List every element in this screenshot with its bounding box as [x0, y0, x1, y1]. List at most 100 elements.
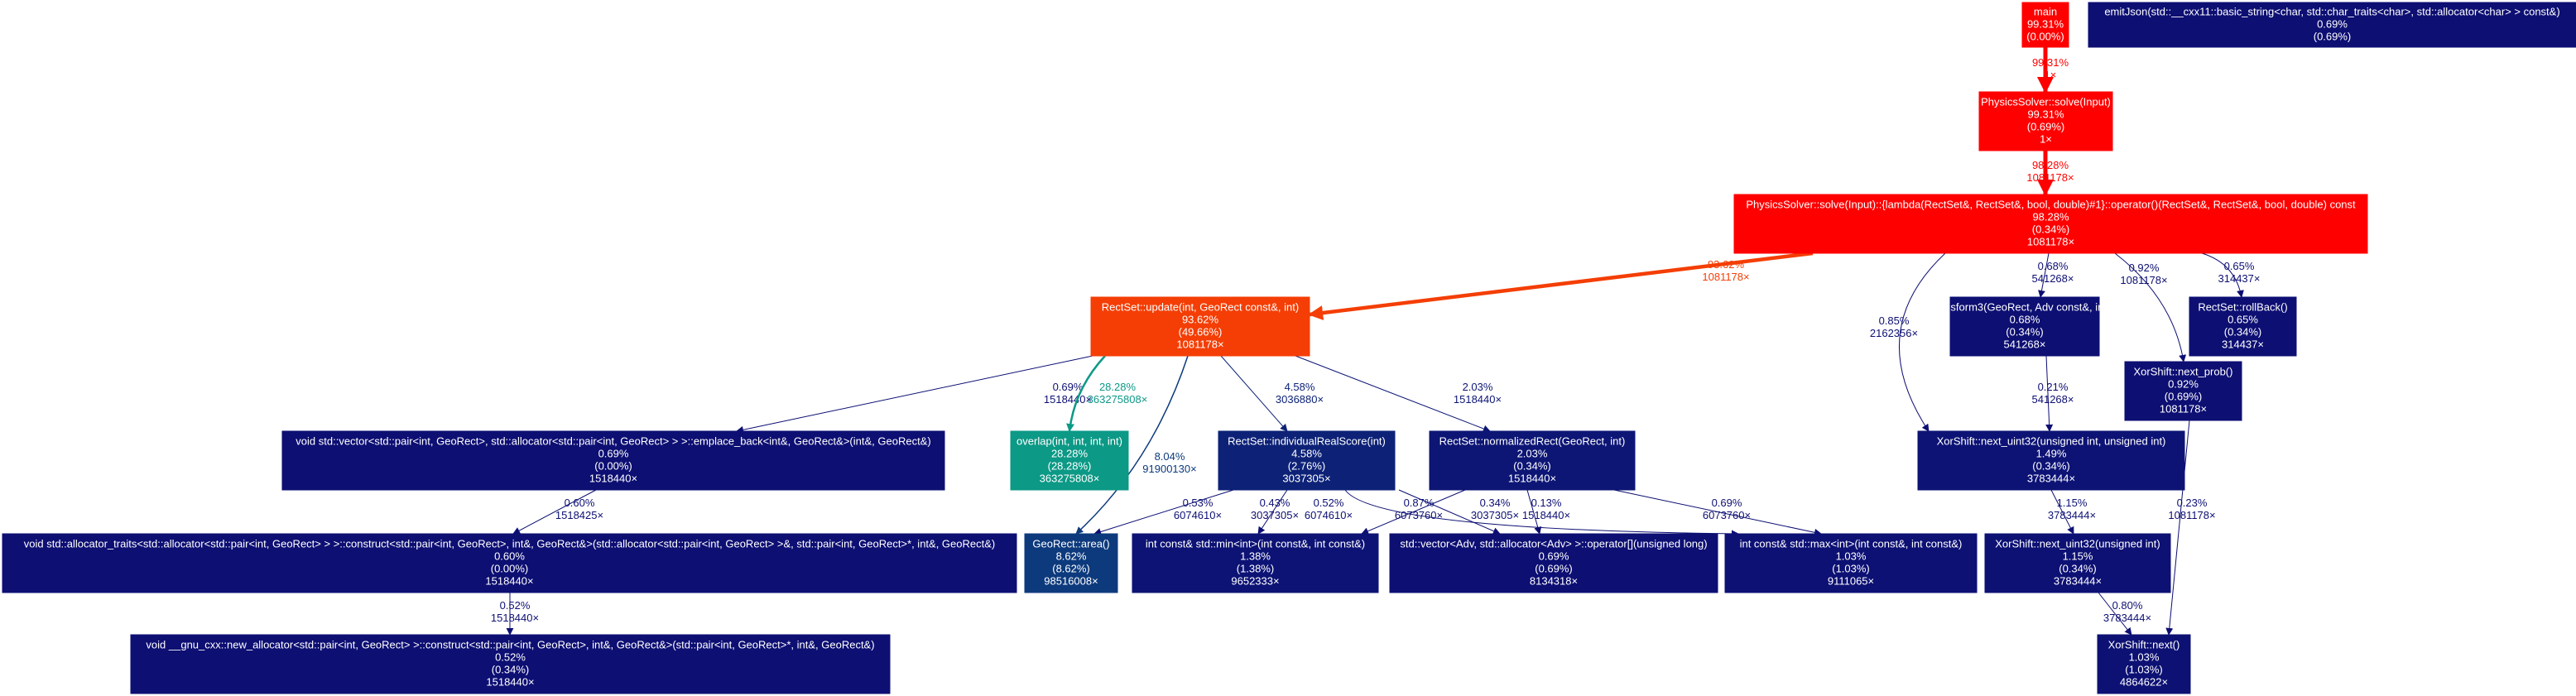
node-function-name: XorShift::next()	[2108, 639, 2180, 651]
node-total-percent: 28.28%	[1051, 448, 1089, 460]
node-nextProb[interactable]: XorShift::next_prob()0.92%(0.69%)1081178…	[2124, 361, 2242, 421]
call-edge-realScore-to-max: 0.52%6074610×	[1305, 489, 1739, 538]
node-emitJson[interactable]: emitJson(std::__cxx11::basic_string<char…	[2088, 2, 2576, 48]
edge-line	[2165, 420, 2190, 636]
node-call-count: 1×	[2040, 133, 2052, 146]
node-call-count: 9652333×	[1231, 575, 1279, 588]
node-self-percent: (0.34%)	[2006, 326, 2044, 338]
edge-line	[1075, 355, 1189, 535]
node-nextU32[interactable]: XorShift::next_uint32(unsigned int, unsi…	[1917, 430, 2185, 491]
node-newAlloc[interactable]: void __gnu_cxx::new_allocator<std::pair<…	[130, 634, 891, 694]
edge-calls-label: 1518440×	[491, 612, 539, 624]
edge-percent-label: 0.69%	[1712, 497, 1742, 509]
node-total-percent: 8.62%	[1056, 550, 1087, 563]
call-edge-main-to-solve: 99.31%1×	[2032, 47, 2069, 94]
call-edge-update-to-normRect: 2.03%1518440×	[1295, 355, 1502, 433]
node-function-name: RectSet::rollBack()	[2198, 301, 2287, 314]
node-function-name: XorShift::next_prob()	[2134, 366, 2233, 378]
edge-percent-label: 1.15%	[2057, 497, 2088, 509]
node-box	[2088, 2, 2576, 48]
edge-line	[1526, 489, 1542, 535]
node-vecIdx[interactable]: std::vector<Adv, std::allocator<Adv> >::…	[1389, 533, 1718, 593]
node-self-percent: (0.00%)	[594, 460, 632, 473]
node-solve[interactable]: PhysicsSolver::solve(Input)99.31%(0.69%)…	[1978, 91, 2113, 151]
node-call-count: 8134318×	[1530, 575, 1578, 588]
node-self-percent: (1.38%)	[1237, 563, 1275, 575]
node-box	[1389, 533, 1718, 593]
node-total-percent: 1.03%	[1836, 550, 1867, 563]
edge-line	[1398, 489, 1501, 535]
edge-calls-label: 314437×	[2218, 272, 2261, 285]
node-box	[1429, 430, 1636, 491]
node-self-percent: (0.34%)	[2032, 223, 2070, 236]
edge-calls-label: 1518440×	[1522, 509, 1570, 521]
node-construct[interactable]: void std::allocator_traits<std::allocato…	[2, 533, 1017, 593]
node-box	[1949, 296, 2100, 357]
node-normRect[interactable]: RectSet::normalizedRect(GeoRect, int)2.0…	[1429, 430, 1636, 491]
edge-line	[1257, 489, 1288, 535]
edge-percent-label: 0.68%	[2038, 260, 2069, 272]
node-function-name: void std::vector<std::pair<int, GeoRect>…	[296, 435, 930, 448]
node-self-percent: (0.00%)	[491, 563, 529, 575]
node-total-percent: 1.49%	[2036, 448, 2067, 460]
node-box	[2097, 634, 2191, 694]
node-function-name: transform3(GeoRect, Adv const&, int&)	[1932, 301, 2117, 314]
edge-calls-label: 3783444×	[2103, 612, 2151, 624]
node-rollBack[interactable]: RectSet::rollBack()0.65%(0.34%)314437×	[2189, 296, 2297, 357]
edge-calls-label: 1081178×	[1702, 271, 1749, 283]
node-self-percent: (0.34%)	[492, 664, 530, 676]
edge-percent-label: 0.80%	[2112, 599, 2143, 612]
edge-percent-label: 0.43%	[1260, 497, 1290, 509]
call-edge-update-to-area: 8.04%91900130×	[1075, 355, 1197, 535]
node-self-percent: (1.03%)	[2125, 664, 2163, 676]
node-function-name: RectSet::update(int, GeoRect const&, int…	[1102, 301, 1299, 314]
node-box	[1917, 430, 2185, 491]
edge-calls-label: 1081178×	[2026, 171, 2074, 184]
node-transform3[interactable]: transform3(GeoRect, Adv const&, int&)0.6…	[1932, 296, 2117, 357]
edge-calls-label: 6074610×	[1174, 509, 1222, 521]
node-total-percent: 0.68%	[2010, 314, 2040, 326]
node-lambda[interactable]: PhysicsSolver::solve(Input)::{lambda(Rec…	[1733, 194, 2368, 254]
node-nextU32b[interactable]: XorShift::next_uint32(unsigned int)1.15%…	[1984, 533, 2171, 593]
node-self-percent: (0.34%)	[2224, 326, 2262, 338]
call-edge-solve-to-lambda: 98.28%1081178×	[2026, 151, 2074, 196]
edge-line	[2201, 252, 2244, 298]
edge-percent-label: 0.65%	[2224, 260, 2255, 272]
node-total-percent: 0.92%	[2168, 378, 2199, 391]
node-box	[1733, 194, 2368, 254]
edge-line	[1344, 489, 1739, 538]
edge-percent-label: 0.13%	[1531, 497, 1562, 509]
node-call-count: 1518440×	[486, 676, 534, 689]
node-realScore[interactable]: RectSet::individualRealScore(int)4.58%(2…	[1218, 430, 1396, 491]
edge-calls-label: 6074610×	[1305, 509, 1353, 521]
edge-percent-label: 28.28%	[1099, 381, 1137, 393]
node-call-count: 4864622×	[2120, 676, 2168, 689]
node-area[interactable]: GeoRect::area()8.62%(8.62%)98516008×	[1024, 533, 1118, 593]
node-box	[281, 430, 945, 491]
node-self-percent: (1.03%)	[1832, 563, 1870, 575]
node-next[interactable]: XorShift::next()1.03%(1.03%)4864622×	[2097, 634, 2191, 694]
node-max[interactable]: int const& std::max<int>(int const&, int…	[1724, 533, 1978, 593]
node-min[interactable]: int const& std::min<int>(int const&, int…	[1132, 533, 1379, 593]
node-function-name: XorShift::next_uint32(unsigned int, unsi…	[1937, 435, 2166, 448]
node-total-percent: 4.58%	[1291, 448, 1322, 460]
node-emplace[interactable]: void std::vector<std::pair<int, GeoRect>…	[281, 430, 945, 491]
node-update[interactable]: RectSet::update(int, GeoRect const&, int…	[1090, 296, 1310, 357]
node-total-percent: 0.65%	[2228, 314, 2258, 326]
node-self-percent: (2.76%)	[1288, 460, 1326, 473]
edge-calls-label: 1081178×	[2168, 509, 2215, 521]
node-overlap[interactable]: overlap(int, int, int, int)28.28%(28.28%…	[1010, 430, 1129, 491]
call-edge-realScore-to-vecIdx: 0.34%3037305×	[1398, 489, 1519, 535]
node-call-count: 1081178×	[1176, 338, 1223, 351]
edge-percent-label: 0.53%	[1183, 497, 1214, 509]
call-edge-lambda-to-nextU32: 0.85%2162356×	[1870, 252, 1946, 432]
call-edge-normRect-to-min: 0.87%6073760×	[1361, 489, 1466, 535]
call-edge-transform3-to-nextU32: 0.21%541268×	[2032, 355, 2074, 432]
node-self-percent: (0.69%)	[2165, 391, 2203, 403]
node-function-name: int const& std::min<int>(int const&, int…	[1146, 538, 1365, 550]
node-total-percent: 1.03%	[2129, 651, 2160, 664]
node-box	[1024, 533, 1118, 593]
edge-percent-label: 0.85%	[1879, 314, 1910, 327]
